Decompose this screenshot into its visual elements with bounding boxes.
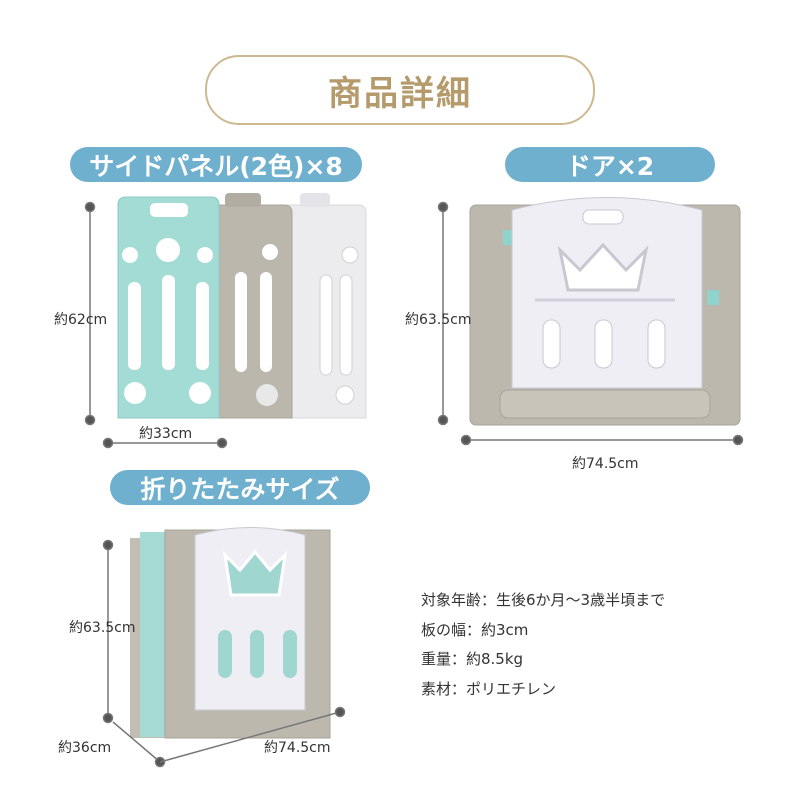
page-title-text: 商品詳細 [328,73,472,114]
spec-material: 素材：ポリエチレン [421,679,557,698]
folded-width: 約74.5cm [264,740,331,756]
page-title: 商品詳細 [205,55,595,125]
folded-badge: 折りたたみサイズ [110,470,370,505]
side-panel-teal [117,196,220,419]
spec-board-width: 板の幅：約3cm [421,620,529,639]
side-panel-dimension-lines [84,201,228,449]
side-panel-white [287,193,367,419]
spec-weight: 重量：約8.5kg [421,650,524,668]
door-dimension-lines [437,201,744,446]
folded-illustration [130,527,331,739]
spec-list: 対象年齢：生後6か月～3歳半頃まで 板の幅：約3cm 重量：約8.5kg 素材：… [421,586,665,704]
folded-depth: 約36cm [58,740,112,756]
folded-dimension-lines [102,539,346,768]
side-panel-badge: サイドパネル(2色)×8 [70,147,362,182]
door-badge: ドア×2 [505,147,715,182]
side-panel-height: 約62cm [54,312,108,328]
side-panel-gray [211,193,293,419]
side-panel-width: 約33cm [139,426,193,442]
door-illustration [469,197,741,426]
door-height: 約63.5cm [405,312,472,328]
folded-height: 約63.5cm [69,620,136,636]
spec-age: 対象年齢：生後6か月～3歳半頃まで [421,591,666,609]
door-width: 約74.5cm [572,456,639,472]
